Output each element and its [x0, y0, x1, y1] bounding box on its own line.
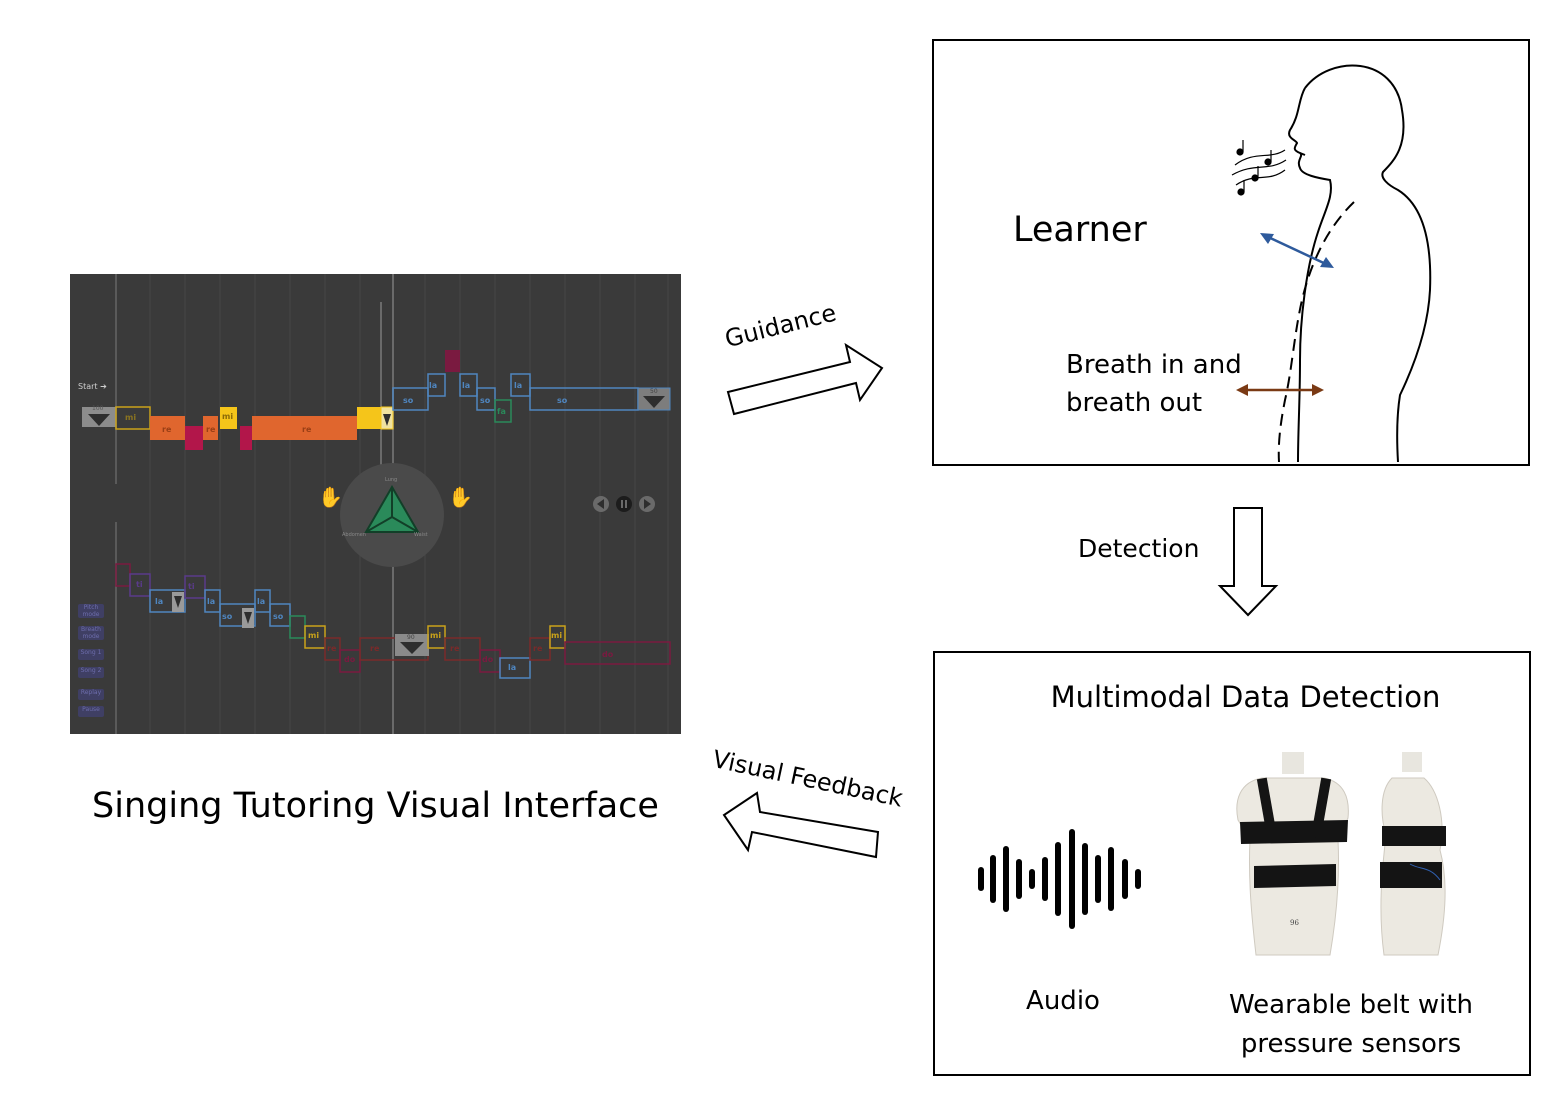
start-label: Start ➔	[78, 382, 107, 391]
start-value: 100	[92, 405, 104, 412]
replay-button[interactable]: Replay	[78, 689, 104, 700]
svg-text:fa: fa	[497, 407, 506, 416]
svg-text:so: so	[557, 396, 568, 405]
pitch-mode-button[interactable]: Pitch mode	[78, 604, 104, 618]
svg-text:96: 96	[1290, 919, 1299, 927]
learner-box	[932, 39, 1530, 466]
svg-text:so: so	[273, 612, 284, 621]
triangle-label-waist: Waist	[414, 532, 428, 538]
svg-text:re: re	[450, 644, 460, 653]
svg-text:do: do	[482, 655, 494, 664]
breath-line-2: breath out	[1066, 388, 1203, 418]
mannequin-side-photo	[1380, 752, 1446, 956]
breath-line-1: Breath in and	[1066, 350, 1242, 380]
music-notes-icon	[1231, 140, 1287, 196]
svg-text:re: re	[206, 425, 216, 434]
top-note-track: mi re re mi re so la la	[82, 350, 671, 450]
svg-text:mi: mi	[308, 631, 319, 640]
bottom-note-track: ti la ti la so la so mi re do re	[115, 563, 671, 679]
audio-label: Audio	[1026, 986, 1100, 1016]
svg-text:ti: ti	[188, 582, 195, 591]
svg-text:mi: mi	[222, 412, 233, 421]
svg-text:la: la	[207, 597, 215, 606]
visual-feedback-arrow	[722, 791, 880, 859]
learner-title: Learner	[1013, 210, 1147, 250]
svg-text:so: so	[403, 396, 414, 405]
left-hand-icon: ✋	[318, 485, 343, 509]
belt-line-1: Wearable belt with	[1228, 990, 1474, 1020]
triangle-label-abdomen: Abdomen	[342, 532, 366, 538]
svg-text:la: la	[508, 663, 516, 672]
pause-button[interactable]: Pause	[78, 706, 104, 717]
svg-text:so: so	[222, 612, 233, 621]
svg-text:la: la	[514, 381, 522, 390]
svg-text:re: re	[162, 425, 172, 434]
breath-text: Breath in and breath out	[1066, 346, 1242, 422]
end-value: 50	[650, 388, 658, 395]
song-2-button[interactable]: Song 2	[78, 667, 104, 678]
singing-interface-screenshot: mi re re mi re so la la	[70, 274, 681, 734]
bottom-marker-value: 90	[407, 634, 415, 641]
right-hand-icon: ✋	[448, 485, 473, 509]
svg-text:re: re	[327, 644, 337, 653]
breath-triangle-widget	[340, 463, 444, 567]
svg-text:la: la	[155, 597, 163, 606]
svg-text:re: re	[302, 425, 312, 434]
detection-label: Detection	[1078, 534, 1200, 563]
playback-controls[interactable]	[593, 496, 655, 512]
belt-line-2: pressure sensors	[1240, 1029, 1462, 1059]
interface-caption: Singing Tutoring Visual Interface	[92, 786, 659, 826]
audio-waveform-icon	[978, 829, 1141, 929]
svg-text:do: do	[344, 655, 356, 664]
svg-text:so: so	[480, 396, 491, 405]
triangle-label-lung: Lung	[385, 477, 398, 483]
svg-text:ti: ti	[136, 580, 143, 589]
detection-title: Multimodal Data Detection	[1050, 680, 1441, 714]
svg-text:mi: mi	[125, 413, 136, 422]
mannequin-front-photo: 96	[1236, 752, 1349, 956]
guidance-arrow	[726, 342, 884, 416]
svg-text:la: la	[462, 381, 470, 390]
chest-breath-arrow	[1260, 233, 1334, 268]
svg-text:do: do	[602, 650, 614, 659]
svg-text:la: la	[257, 597, 265, 606]
detection-arrow	[1217, 507, 1279, 617]
svg-text:re: re	[370, 644, 380, 653]
svg-text:re: re	[533, 644, 543, 653]
breath-mode-button[interactable]: Breath mode	[78, 626, 104, 640]
svg-text:mi: mi	[430, 631, 441, 640]
belly-breath-arrow	[1236, 384, 1324, 396]
learner-figure	[1277, 64, 1432, 463]
interface-drawing: mi re re mi re so la la	[82, 274, 671, 734]
song-1-button[interactable]: Song 1	[78, 649, 104, 660]
belt-label: Wearable belt with pressure sensors	[1210, 986, 1492, 1064]
svg-text:mi: mi	[551, 631, 562, 640]
svg-text:la: la	[429, 381, 437, 390]
